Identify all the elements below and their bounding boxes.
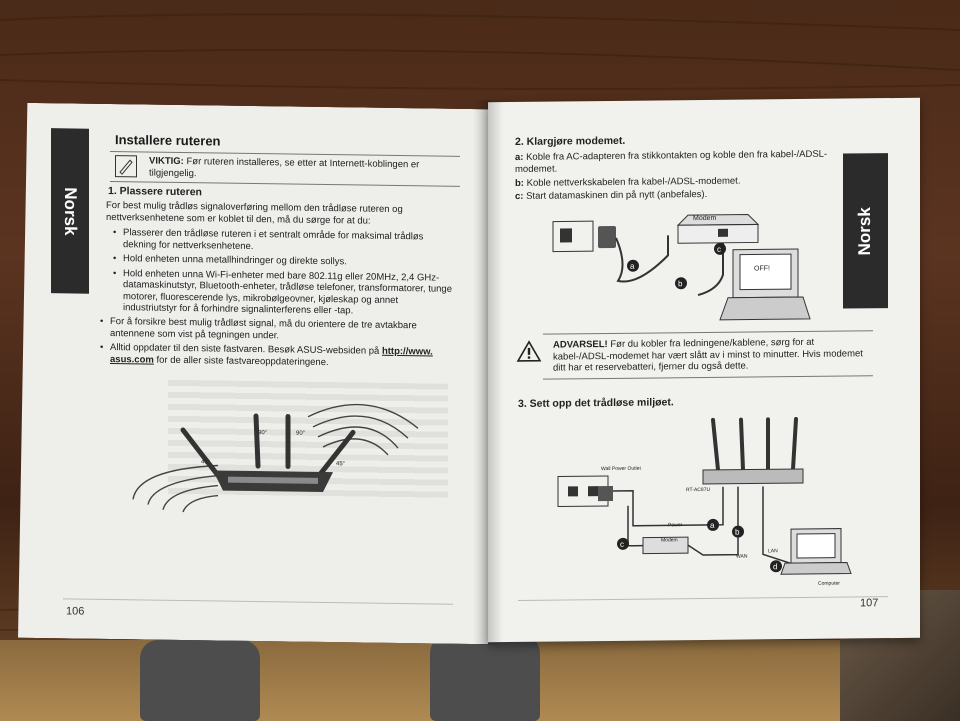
power-label: Power <box>668 522 683 529</box>
svg-text:c: c <box>717 245 721 254</box>
page-number: 106 <box>66 605 85 618</box>
footer-rule <box>518 596 888 601</box>
modem-disconnect-diagram: a b c <box>552 214 811 321</box>
right-shoe <box>430 635 540 721</box>
language-tab-right: Norsk <box>843 153 888 309</box>
warning: ADVARSEL! Før du kobler fra ledningene/k… <box>553 336 873 374</box>
wan-label: WAN <box>736 553 748 560</box>
section1-intro: For best mulig trådløs signaloverføring … <box>106 199 403 227</box>
note: VIKTIG: Før ruteren installeres, se ette… <box>149 156 454 183</box>
computer-label: Computer <box>818 580 840 587</box>
angle-label: 45° <box>336 461 346 468</box>
wireless-setup-diagram: a b c d <box>557 417 852 575</box>
left-shoe <box>140 640 260 721</box>
asus-link-part2[interactable]: asus.com <box>110 353 154 366</box>
angle-label: 45° <box>201 459 211 466</box>
list-item-firmware: Alltid oppdater til den siste fastvaren.… <box>100 342 455 370</box>
note-text: Før ruteren installeres, se etter at Int… <box>149 156 420 179</box>
section2-title: 2. Klargjøre modemet. <box>515 134 626 148</box>
warning-label: ADVARSEL! <box>553 339 608 351</box>
step-a: a: Koble fra AC-adapteren fra stikkontak… <box>515 148 828 175</box>
angle-label: 90° <box>258 430 268 437</box>
off-label: OFF! <box>754 265 770 273</box>
router-antenna-diagram <box>118 389 428 528</box>
page-title: Installere ruteren <box>115 132 221 149</box>
svg-text:b: b <box>678 279 683 288</box>
list-item: Hold enheten unna metallhindringer og di… <box>113 253 453 269</box>
main-bullets: For å forsikre best mulig trådløst signa… <box>100 316 455 373</box>
note-icon <box>115 155 137 177</box>
section1-title: 1. Plassere ruteren <box>108 184 202 199</box>
left-page: Norsk Installere ruteren VIKTIG: Før rut… <box>18 103 488 645</box>
language-tab-left: Norsk <box>51 128 89 294</box>
list-item: For å forsikre best mulig trådløst signa… <box>100 316 455 344</box>
warning-rule-bottom <box>543 375 873 380</box>
right-page: Norsk 2. Klargjøre modemet. a: Koble fra… <box>488 97 920 643</box>
modem-diagram-label: Modem <box>661 537 678 544</box>
note-label: VIKTIG: <box>149 155 184 168</box>
warning-icon <box>516 340 542 362</box>
footer-rule <box>63 598 453 604</box>
svg-text:d: d <box>773 562 777 571</box>
page-number: 107 <box>860 597 879 610</box>
asus-link-part1[interactable]: http://www. <box>381 345 433 358</box>
svg-text:b: b <box>735 528 740 537</box>
svg-text:c: c <box>620 540 624 549</box>
sub-bullets: Plasserer den trådløse ruteren i et sent… <box>113 227 453 321</box>
open-manual: Norsk Installere ruteren VIKTIG: Før rut… <box>18 97 923 645</box>
svg-text:a: a <box>710 521 715 530</box>
step-c: c: Start datamaskinen din på nytt (anbef… <box>515 188 708 202</box>
router-model-label: RT-AC87U <box>686 486 711 494</box>
modem-label: Modem <box>693 214 717 223</box>
wall-outlet-label: Wall Power Outlet <box>601 465 641 473</box>
list-item: Plasserer den trådløse ruteren i et sent… <box>113 227 453 255</box>
lan-label: LAN <box>768 548 778 555</box>
section3-title: 3. Sett opp det trådløse miljøet. <box>518 396 674 410</box>
list-item: Hold enheten unna Wi-Fi-enheter med bare… <box>113 268 453 319</box>
angle-label: 90° <box>296 430 306 437</box>
svg-text:a: a <box>630 262 635 271</box>
book-gutter <box>473 100 503 645</box>
